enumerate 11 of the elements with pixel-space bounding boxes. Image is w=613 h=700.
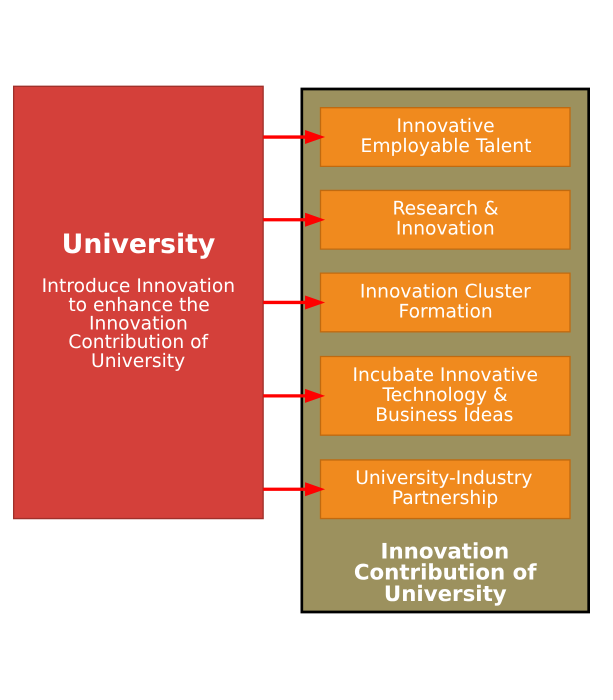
arrow — [263, 388, 326, 402]
node-box: Innovative Employable Talent — [320, 106, 571, 167]
node-box: University Introduce Innovation to enhance the Innovation Contribution of University — [12, 85, 264, 519]
arrow — [263, 212, 326, 226]
arrow — [263, 482, 326, 496]
node-box: Innovation Cluster Formation — [320, 272, 571, 332]
arrow — [263, 294, 326, 309]
node-box: Incubate Innovative Technology & Business Ideas — [320, 355, 571, 436]
node-box: Research & Innovation — [320, 189, 571, 250]
arrow — [263, 130, 326, 144]
node-box: University-Industry Partnership — [320, 458, 571, 519]
